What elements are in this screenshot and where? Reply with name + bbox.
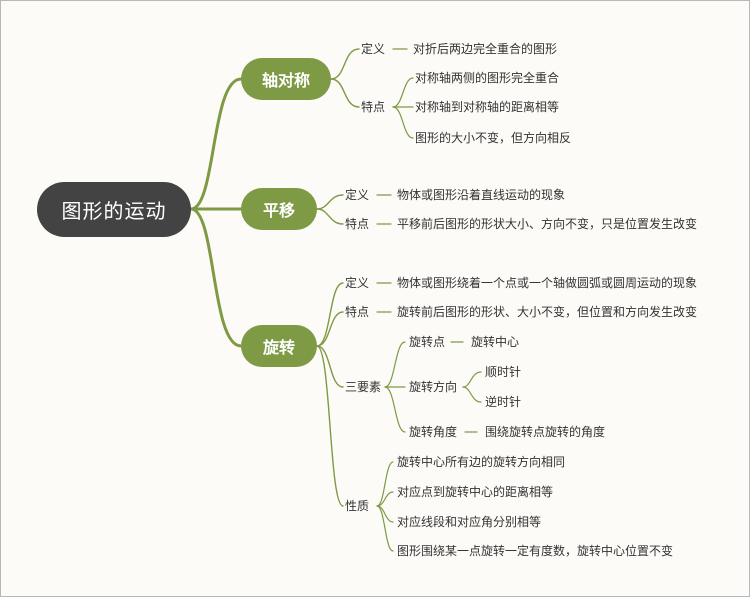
root-topic-label: 图形的运动: [61, 199, 167, 223]
direction-item: 逆时针: [485, 395, 522, 409]
translation-features-text: 平移前后图形的形状大小、方向不变，只是位置发生改变: [397, 217, 698, 231]
branch-rotation-label: 旋转: [262, 338, 295, 357]
link-root-axis: [189, 77, 243, 211]
link-property-2: [376, 491, 394, 507]
link-rotation-definition: [316, 282, 344, 347]
axis-definition-label: 定义: [361, 42, 386, 56]
branch-axis-symmetry[interactable]: 轴对称: [241, 58, 331, 100]
link-rotation-elements: [316, 345, 344, 388]
link-elements-angle: [384, 386, 406, 433]
link-translation-definition: [316, 194, 344, 210]
branch-rotation[interactable]: 旋转: [241, 325, 317, 367]
link-property-1: [376, 461, 394, 507]
axis-feature-item: 图形的大小不变，但方向相反: [415, 131, 572, 145]
element-point-value: 旋转中心: [471, 335, 520, 349]
rotation-features-label: 特点: [345, 305, 370, 319]
link-axis-feature-3: [392, 106, 414, 139]
axis-feature-item: 对称轴两侧的图形完全重合: [415, 71, 560, 85]
link-elements-point: [384, 341, 406, 388]
link-rotation-properties: [316, 345, 344, 507]
element-angle-value: 围绕旋转点旋转的角度: [485, 425, 606, 439]
branch-translation[interactable]: 平移: [241, 188, 317, 230]
branch-axis-symmetry-label: 轴对称: [261, 71, 310, 90]
link-axis-features: [330, 78, 360, 108]
element-angle-label: 旋转角度: [409, 425, 458, 439]
link-direction-cw: [462, 371, 482, 388]
rotation-properties-label: 性质: [345, 499, 370, 513]
property-item: 对应线段和对应角分别相等: [397, 515, 542, 529]
root-topic[interactable]: 图形的运动: [37, 182, 191, 237]
rotation-features-text: 旋转前后图形的形状、大小不变，但位置和方向发生改变: [397, 305, 698, 319]
translation-definition-text: 物体或图形沿着直线运动的现象: [397, 188, 566, 202]
link-translation-features: [316, 208, 344, 225]
translation-features-label: 特点: [345, 217, 370, 231]
branch-translation-label: 平移: [262, 201, 295, 220]
rotation-definition-text: 物体或图形绕着一个点或一个轴做圆弧或圆周运动的现象: [397, 276, 698, 290]
element-direction-label: 旋转方向: [409, 380, 458, 394]
direction-item: 顺时针: [485, 365, 522, 379]
rotation-elements-label: 三要素: [345, 380, 382, 394]
link-root-rotation: [189, 207, 243, 348]
property-item: 图形围绕某一点旋转一定有度数，旋转中心位置不变: [397, 544, 674, 558]
property-item: 旋转中心所有边的旋转方向相同: [397, 455, 566, 469]
axis-feature-item: 对称轴到对称轴的距离相等: [415, 100, 560, 114]
link-direction-ccw: [462, 386, 482, 403]
link-rotation-features: [316, 311, 344, 347]
translation-definition-label: 定义: [345, 188, 370, 202]
axis-features-label: 特点: [361, 100, 386, 114]
link-axis-definition: [330, 48, 360, 80]
rotation-definition-label: 定义: [345, 276, 370, 290]
property-item: 对应点到旋转中心的距离相等: [397, 485, 554, 499]
link-axis-feature-1: [392, 77, 414, 108]
axis-definition-text: 对折后两边完全重合的图形: [413, 42, 558, 56]
element-point-label: 旋转点: [409, 335, 446, 349]
link-property-4: [376, 505, 394, 552]
